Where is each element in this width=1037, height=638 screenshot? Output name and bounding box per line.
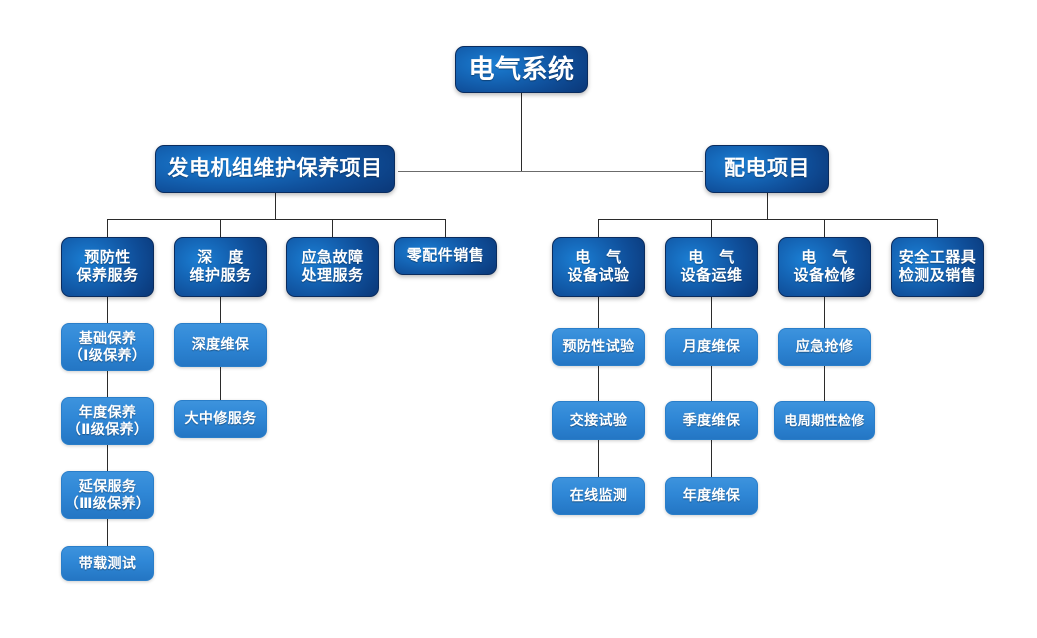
node-category-spare-parts-sales[interactable]: 零配件销售 [394,237,497,275]
connector-right-branch-stem [767,193,768,219]
node-leaf-annual-maintenance-right[interactable]: 年度维保 [665,477,758,515]
node-label: 年度维保 [682,487,741,504]
connector-preventive-3 [107,445,108,471]
connector-operation-3 [711,440,712,477]
node-category-emergency-fault-handling[interactable]: 应急故障 处理服务 [286,237,379,297]
node-category-preventive-maintenance[interactable]: 预防性 保养服务 [61,237,154,297]
node-label: 交接试验 [569,411,628,428]
node-label: 电 气 设备试验 [567,248,630,284]
connector-repair-2 [824,366,825,401]
node-leaf-annual-maintenance[interactable]: 年度保养 （Ⅱ级保养） [61,397,154,445]
node-label: 发电机组维护保养项目 [167,157,383,181]
connector-right-drop-3 [824,219,825,237]
node-leaf-handover-test[interactable]: 交接试验 [552,401,645,440]
node-label: 预防性试验 [562,338,635,355]
connector-left-drop-3 [332,219,333,237]
node-label: 电 气 设备检修 [793,248,856,284]
node-leaf-preventive-test[interactable]: 预防性试验 [552,328,645,366]
connector-preventive-2 [107,371,108,397]
connector-operation-2 [711,366,712,401]
connector-deep-1 [220,297,221,323]
node-leaf-quarterly-maintenance[interactable]: 季度维保 [665,401,758,440]
connector-preventive-1 [107,297,108,323]
node-label: 电 气 设备运维 [680,248,743,284]
node-leaf-load-test[interactable]: 带载测试 [61,546,154,581]
node-leaf-major-overhaul-service[interactable]: 大中修服务 [174,400,267,438]
node-category-safety-tools-sales[interactable]: 安全工器具 检测及销售 [891,237,984,297]
connector-left-drop-4 [445,219,446,237]
node-root-electrical-system[interactable]: 电气系统 [455,46,588,93]
connector-right-drop-4 [937,219,938,237]
node-label: 月度维保 [682,338,741,355]
connector-test-1 [598,297,599,328]
node-label: 预防性 保养服务 [76,248,139,284]
node-label: 零配件销售 [406,246,485,264]
connector-left-drop-2 [220,219,221,237]
node-label: 安全工器具 检测及销售 [898,248,977,284]
connector-repair-1 [824,297,825,328]
node-label: 基础保养 （Ⅰ级保养） [68,329,147,363]
node-category-deep-maintenance[interactable]: 深 度 维护服务 [174,237,267,297]
connector-test-3 [598,440,599,477]
connector-level2-bus [398,171,703,172]
connector-left-children-bus [107,219,446,220]
connector-root-stem [521,93,522,171]
node-leaf-monthly-maintenance[interactable]: 月度维保 [665,328,758,366]
node-label: 大中修服务 [184,410,257,427]
connector-left-drop-1 [107,219,108,237]
connector-left-branch-stem [275,193,276,219]
node-leaf-extended-warranty-service[interactable]: 延保服务 （Ⅲ级保养） [61,471,154,519]
node-label: 电周期性检修 [784,412,865,428]
connector-right-children-bus [598,219,937,220]
connector-test-2 [598,366,599,401]
node-label: 深度维保 [191,336,250,353]
connector-preventive-4 [107,519,108,546]
connector-deep-2 [220,367,221,400]
node-branch-power-distribution[interactable]: 配电项目 [705,145,829,193]
node-leaf-online-monitoring[interactable]: 在线监测 [552,477,645,515]
node-branch-generator-maintenance[interactable]: 发电机组维护保养项目 [155,145,395,193]
node-label: 电气系统 [468,53,575,84]
node-label: 带载测试 [78,554,137,571]
node-label: 延保服务 （Ⅲ级保养） [64,477,151,511]
node-category-equipment-testing[interactable]: 电 气 设备试验 [552,237,645,297]
node-label: 应急抢修 [795,338,854,355]
node-leaf-periodic-inspection[interactable]: 电周期性检修 [774,401,875,440]
node-category-equipment-operation[interactable]: 电 气 设备运维 [665,237,758,297]
node-leaf-emergency-repair[interactable]: 应急抢修 [778,328,871,366]
node-label: 应急故障 处理服务 [301,248,364,284]
node-label: 深 度 维护服务 [189,248,252,284]
node-leaf-deep-maintenance-service[interactable]: 深度维保 [174,323,267,367]
connector-right-drop-2 [711,219,712,237]
node-label: 年度保养 （Ⅱ级保养） [66,403,149,437]
node-category-equipment-repair[interactable]: 电 气 设备检修 [778,237,871,297]
node-leaf-basic-maintenance[interactable]: 基础保养 （Ⅰ级保养） [61,323,154,371]
node-label: 配电项目 [724,157,810,181]
node-label: 季度维保 [682,411,741,428]
connector-operation-1 [711,297,712,328]
connector-right-drop-1 [598,219,599,237]
node-label: 在线监测 [569,487,628,504]
